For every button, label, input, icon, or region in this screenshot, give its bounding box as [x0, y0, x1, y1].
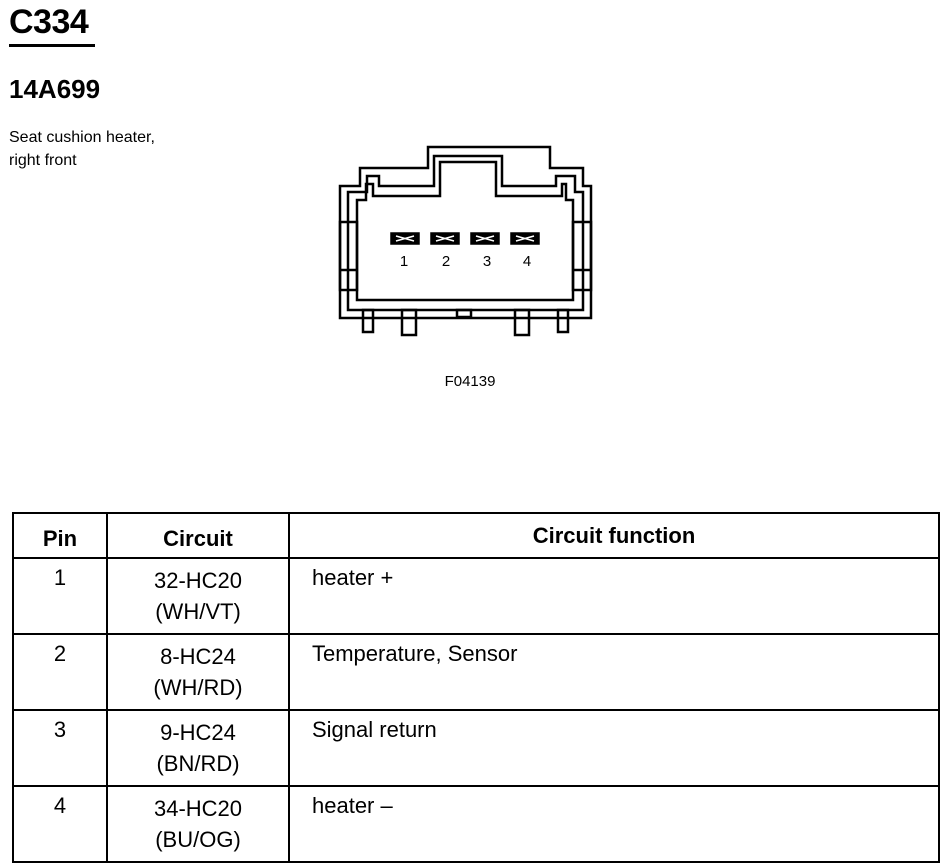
part-number: 14A699: [9, 74, 101, 104]
pin-label-2: 2: [442, 253, 450, 270]
row-circuit: 34-HC20 (BU/OG): [106, 785, 290, 863]
header-circuit: Circuit: [106, 512, 290, 559]
connector-id: C334: [9, 3, 89, 41]
terminals: [390, 232, 540, 245]
figure-code: F04139: [444, 373, 496, 390]
latch-left: [338, 220, 359, 292]
connector-diagram: 1 2 3 4: [338, 145, 593, 337]
leg-1: [361, 308, 375, 334]
title-underline: [9, 44, 95, 47]
row-circuit: 32-HC20 (WH/VT): [106, 557, 290, 635]
pin-label-4: 4: [523, 253, 531, 270]
leg-5: [556, 308, 570, 334]
circuit-code: 8-HC24: [160, 644, 236, 669]
housing-outer: [338, 145, 593, 320]
circuit-color: (BN/RD): [156, 751, 240, 776]
row-pin: 1: [12, 557, 108, 635]
circuit-color: (WH/VT): [155, 599, 241, 624]
row-pin: 4: [12, 785, 108, 863]
circuit-code: 32-HC20: [153, 568, 243, 593]
table-row: 1 32-HC20 (WH/VT) heater +: [12, 557, 940, 635]
pin-label-1: 1: [400, 253, 408, 270]
table-row: 4 34-HC20 (BU/OG) heater –: [12, 785, 940, 863]
row-pin: 3: [12, 709, 108, 787]
leg-4: [513, 308, 531, 337]
circuit-color: (BU/OG): [155, 827, 241, 852]
pinout-table: Pin Circuit Circuit function 1 32-HC20 (…: [12, 512, 940, 863]
latch-right: [571, 220, 593, 292]
row-circuit: 9-HC24 (BN/RD): [106, 709, 290, 787]
row-circuit: 8-HC24 (WH/RD): [106, 633, 290, 711]
circuit-code: 34-HC20: [153, 796, 243, 821]
connector-description: Seat cushion heater, right front: [9, 126, 229, 172]
circuit-code: 9-HC24: [160, 720, 236, 745]
housing-middle: [346, 154, 585, 312]
header-pin: Pin: [12, 512, 108, 559]
row-pin: 2: [12, 633, 108, 711]
row-function: heater +: [288, 557, 940, 635]
row-function: Signal return: [288, 709, 940, 787]
header-function: Circuit function: [288, 512, 940, 559]
housing-inner: [355, 160, 575, 302]
table-row: 2 8-HC24 (WH/RD) Temperature, Sensor: [12, 633, 940, 711]
description-line-1: Seat cushion heater,: [9, 129, 155, 146]
leg-3: [455, 308, 473, 319]
row-function: heater –: [288, 785, 940, 863]
circuit-color: (WH/RD): [153, 675, 243, 700]
leg-2: [400, 308, 418, 337]
table-row: 3 9-HC24 (BN/RD) Signal return: [12, 709, 940, 787]
table-header-row: Pin Circuit Circuit function: [12, 512, 940, 559]
row-function: Temperature, Sensor: [288, 633, 940, 711]
description-line-2: right front: [9, 152, 77, 169]
pin-label-3: 3: [483, 253, 491, 270]
